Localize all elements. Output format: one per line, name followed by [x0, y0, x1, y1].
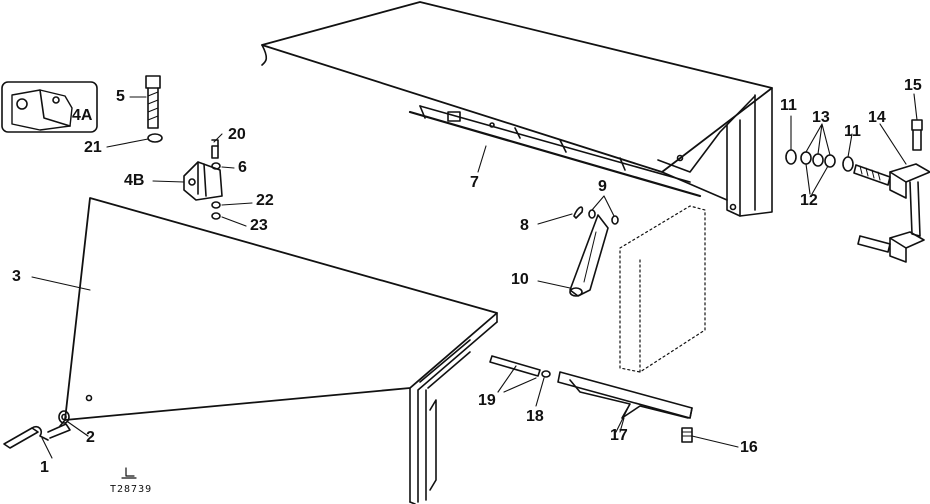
callout-3: 3 [12, 268, 21, 285]
lower-panel [59, 197, 498, 504]
callout-5: 5 [116, 88, 125, 105]
latch-handle [3, 410, 71, 449]
stop-16 [681, 427, 693, 443]
callout-18: 18 [526, 408, 544, 425]
callout-19: 19 [478, 392, 496, 409]
callout-13: 13 [812, 109, 830, 126]
callout-20: 20 [228, 126, 246, 143]
bolt-5 [145, 75, 163, 143]
bracket-4a-inset [1, 81, 98, 133]
callout-23: 23 [250, 217, 268, 234]
leader-lines [31, 93, 918, 459]
callout-7: 7 [470, 174, 479, 191]
callout-12: 12 [800, 192, 818, 209]
rod-19 [489, 355, 551, 378]
callout-21: 21 [84, 139, 102, 156]
callout-2: 2 [86, 429, 95, 446]
bracket-14 [853, 163, 930, 263]
figure-mark [121, 467, 137, 479]
callout-10: 10 [511, 271, 529, 288]
callout-1: 1 [40, 459, 49, 476]
callout-8: 8 [520, 217, 529, 234]
callout-16: 16 [740, 439, 758, 456]
callout-14: 14 [868, 109, 886, 126]
callout-11-right: 11 [844, 123, 861, 140]
callout-15: 15 [904, 77, 922, 94]
bolt-15 [911, 119, 923, 151]
bracket-4b [183, 139, 223, 220]
callout-4a: 4A [72, 107, 93, 124]
callout-6: 6 [238, 159, 247, 176]
arm-assembly [569, 206, 619, 297]
callout-17: 17 [610, 427, 628, 444]
washer-stack [785, 149, 854, 172]
slide-17 [557, 371, 693, 419]
callout-11-left: 11 [780, 97, 797, 114]
callout-9: 9 [598, 178, 607, 195]
upper-panel [261, 1, 773, 217]
callout-22: 22 [256, 192, 274, 209]
ghost-panel-dashed [619, 205, 706, 373]
callout-4b: 4B [124, 172, 145, 189]
figure-code: T28739 [110, 484, 153, 495]
